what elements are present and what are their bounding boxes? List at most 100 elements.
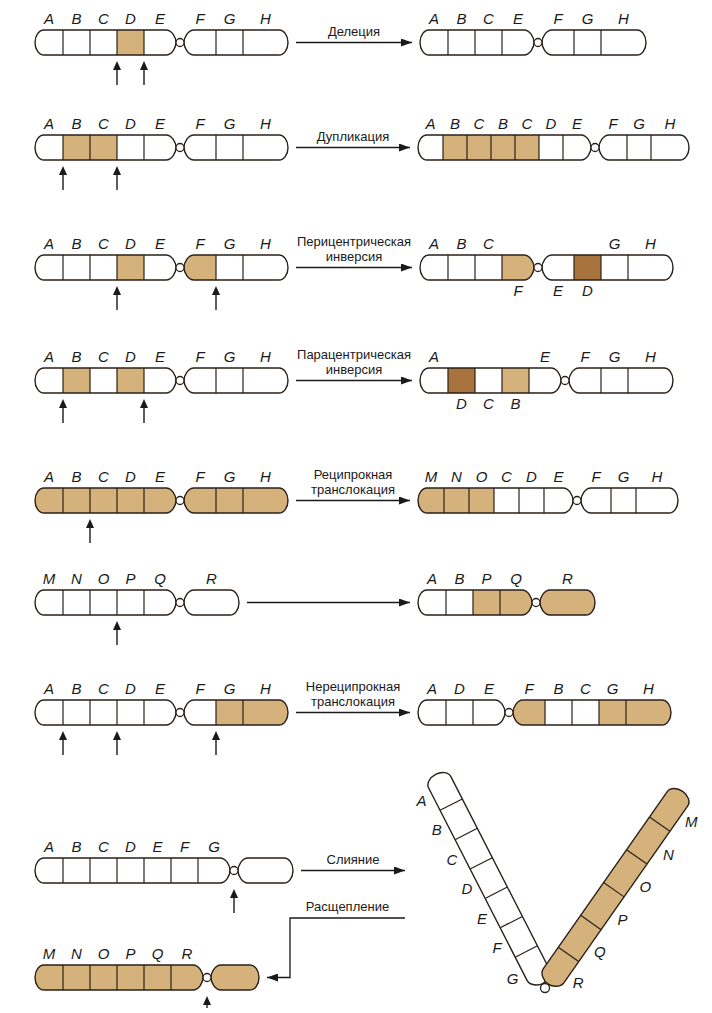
segment-border — [468, 488, 469, 513]
chromosome-arm — [35, 858, 231, 883]
segment-border — [501, 368, 502, 393]
centromere — [532, 599, 540, 607]
chromosome-segment — [628, 368, 674, 393]
gene-letter: B — [456, 235, 466, 253]
centromere — [541, 984, 550, 993]
chromosome-outline — [425, 769, 554, 990]
centromere — [176, 144, 184, 152]
segment-border — [62, 700, 63, 725]
centromere — [176, 377, 184, 385]
chromosome-segment — [574, 30, 602, 55]
gene-letter: E — [553, 468, 563, 486]
gene-letter: A — [429, 348, 439, 366]
chromosome-segment — [117, 590, 145, 615]
rearrangement-arrow — [267, 918, 405, 978]
chromosome-outline — [35, 965, 203, 990]
chromosome-segment — [539, 135, 564, 160]
gene-letter: F — [195, 115, 204, 133]
gene-letter: G — [224, 235, 236, 253]
segment-border — [143, 965, 144, 990]
chromosome-segment — [515, 135, 540, 160]
breakpoint-arrow — [203, 996, 211, 1008]
chromosome-segment — [581, 488, 612, 513]
arrow-label: Слияние — [288, 852, 418, 867]
rearrangement-arrow — [296, 380, 412, 381]
chromosome: ABCGHFED — [412, 235, 681, 302]
gene-letter: E — [155, 348, 165, 366]
chromosome-outline — [418, 135, 591, 160]
gene-letter: B — [71, 348, 81, 366]
segment-border — [215, 255, 216, 280]
gene-letter: B — [71, 235, 81, 253]
chromosome-outline — [184, 488, 288, 513]
gene-letter: D — [546, 115, 557, 133]
breakpoint-arrow — [59, 731, 67, 755]
gene-letter: D — [582, 282, 593, 300]
chromosome-segment — [90, 135, 118, 160]
segment-border — [627, 255, 628, 280]
chromosome-segment — [216, 30, 244, 55]
segment-border — [466, 135, 467, 160]
gene-letter: A — [429, 235, 439, 253]
gene-letter: O — [98, 945, 110, 963]
gene-letter: A — [429, 10, 439, 28]
chromosome-segment — [574, 255, 602, 280]
gene-letter: C — [98, 348, 109, 366]
segment-border — [544, 700, 545, 725]
segment-border — [501, 30, 502, 55]
chromosome-segment — [35, 488, 64, 513]
segment-border — [242, 700, 243, 725]
chromosome-segment — [491, 135, 516, 160]
segment-border — [89, 135, 90, 160]
chromosome-shape — [410, 570, 603, 619]
centromere — [176, 709, 184, 717]
gene-letter: C — [98, 680, 109, 698]
gene-letter: C — [522, 115, 533, 133]
chromosome-segment — [184, 30, 217, 55]
gene-letter: H — [260, 680, 271, 698]
segment-border — [558, 947, 578, 961]
gene-letter: R — [206, 570, 217, 588]
gene-letter: G — [607, 680, 619, 698]
gene-letter: B — [71, 115, 81, 133]
chromosome-segment — [446, 590, 474, 615]
gene-letter: B — [71, 838, 81, 856]
chromosome: MNOCDEFGH — [410, 468, 686, 517]
chromosome-outline — [184, 368, 288, 393]
gene-letter: F — [195, 235, 204, 253]
chromosome-arm — [184, 368, 289, 393]
chromosome-arm — [418, 590, 533, 615]
chromosome-segment — [443, 135, 468, 160]
chromosome-segment — [63, 858, 91, 883]
segment-border — [197, 858, 198, 883]
gene-letter: F — [195, 468, 204, 486]
chromosome-segment — [216, 488, 244, 513]
segment-border — [242, 135, 243, 160]
arrow-label: Перицентрическая инверсия — [289, 234, 419, 264]
gene-letter: H — [260, 115, 271, 133]
chromosome: ABCBCDEFGH — [410, 115, 697, 164]
breakpoint-arrow — [113, 286, 121, 310]
centromere — [505, 709, 513, 717]
centromere — [534, 264, 542, 272]
chromosome-segment — [601, 30, 647, 55]
arrow-label: Реципрокная транслокация — [288, 467, 418, 497]
segment-border — [447, 255, 448, 280]
gene-letter: G — [609, 348, 621, 366]
segment-border — [650, 135, 651, 160]
gene-letter: P — [617, 911, 627, 929]
chromosome-arm — [35, 590, 177, 615]
segment-border — [518, 488, 519, 513]
chromosome-outline — [184, 700, 288, 725]
segment-border — [62, 368, 63, 393]
gene-letter: C — [580, 680, 591, 698]
chromosome-segment — [500, 590, 533, 615]
chromosome-segment — [144, 30, 177, 55]
segment-border — [626, 135, 627, 160]
gene-letter: N — [71, 945, 82, 963]
segment-border — [116, 965, 117, 990]
segment-border — [62, 255, 63, 280]
centromere — [561, 377, 569, 385]
chromosome-arm — [184, 488, 289, 513]
rearrangement-arrow — [296, 42, 412, 43]
